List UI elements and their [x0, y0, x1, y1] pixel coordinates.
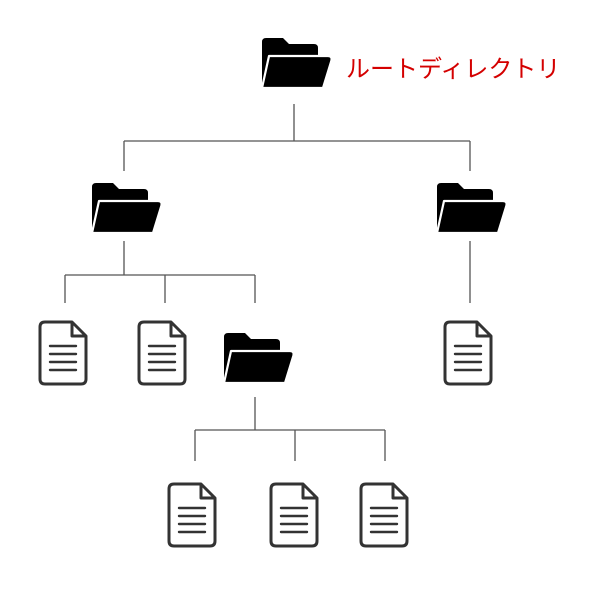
file-left-1[interactable] [38, 320, 88, 386]
folder-icon [260, 38, 333, 90]
file-bottom-2[interactable] [269, 482, 319, 548]
file-icon [137, 320, 187, 386]
root-directory-label: ルートディレクトリ [346, 55, 561, 83]
folder-left[interactable] [90, 183, 163, 235]
file-icon [359, 482, 409, 548]
file-bottom-3[interactable] [359, 482, 409, 548]
folder-root[interactable] [260, 38, 333, 90]
root-connector [123, 104, 471, 171]
tree-nodes [38, 38, 508, 548]
folder-icon [90, 183, 163, 235]
folder-icon [435, 183, 508, 235]
file-icon [167, 482, 217, 548]
left-folder-connector [64, 241, 256, 303]
tree-connectors [64, 104, 471, 461]
folder-icon [222, 333, 295, 385]
nested-folder-connector [194, 397, 386, 461]
file-icon [269, 482, 319, 548]
file-left-2[interactable] [137, 320, 187, 386]
file-icon [443, 320, 493, 386]
file-icon [38, 320, 88, 386]
file-right[interactable] [443, 320, 493, 386]
file-bottom-1[interactable] [167, 482, 217, 548]
folder-nested[interactable] [222, 333, 295, 385]
folder-right[interactable] [435, 183, 508, 235]
